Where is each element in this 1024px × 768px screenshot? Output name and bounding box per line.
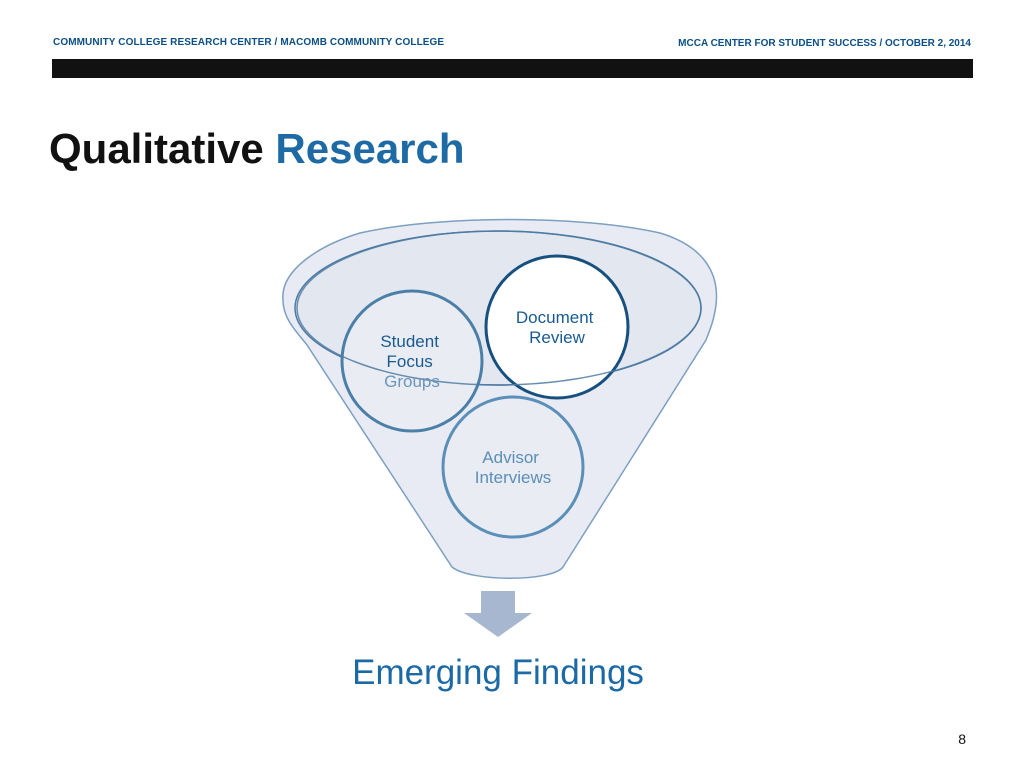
header-right-text: MCCA CENTER FOR STUDENT SUCCESS / OCTOBE… <box>678 38 971 49</box>
student-label-line-3: Groups <box>384 372 440 391</box>
document-label-line-1: Document <box>516 308 594 327</box>
student-focus-groups-label: Student Focus Groups <box>380 332 443 391</box>
slide-title: Qualitative Research <box>49 124 465 174</box>
document-review-label: Document Review <box>516 308 598 347</box>
student-focus-groups-circle <box>340 289 484 433</box>
header-bar <box>52 59 973 78</box>
header-left-text: COMMUNITY COLLEGE RESEARCH CENTER / MACO… <box>53 37 445 48</box>
title-part-2: Research <box>275 125 465 172</box>
advisor-label-line-1: Advisor <box>482 448 539 467</box>
title-part-1: Qualitative <box>49 125 264 172</box>
advisor-interviews-circle <box>441 395 585 539</box>
document-review-circle <box>484 254 630 400</box>
student-label-line-2: Focus <box>386 352 432 371</box>
down-arrow-icon <box>464 591 532 637</box>
advisor-interviews-label: Advisor Interviews <box>475 448 552 487</box>
advisor-label-line-2: Interviews <box>475 468 552 487</box>
document-label-line-2: Review <box>529 328 585 347</box>
page-number: 8 <box>958 731 966 747</box>
funnel-rim-front <box>296 230 702 386</box>
emerging-findings-label: Emerging Findings <box>352 653 644 692</box>
student-label-line-1: Student <box>380 332 439 351</box>
